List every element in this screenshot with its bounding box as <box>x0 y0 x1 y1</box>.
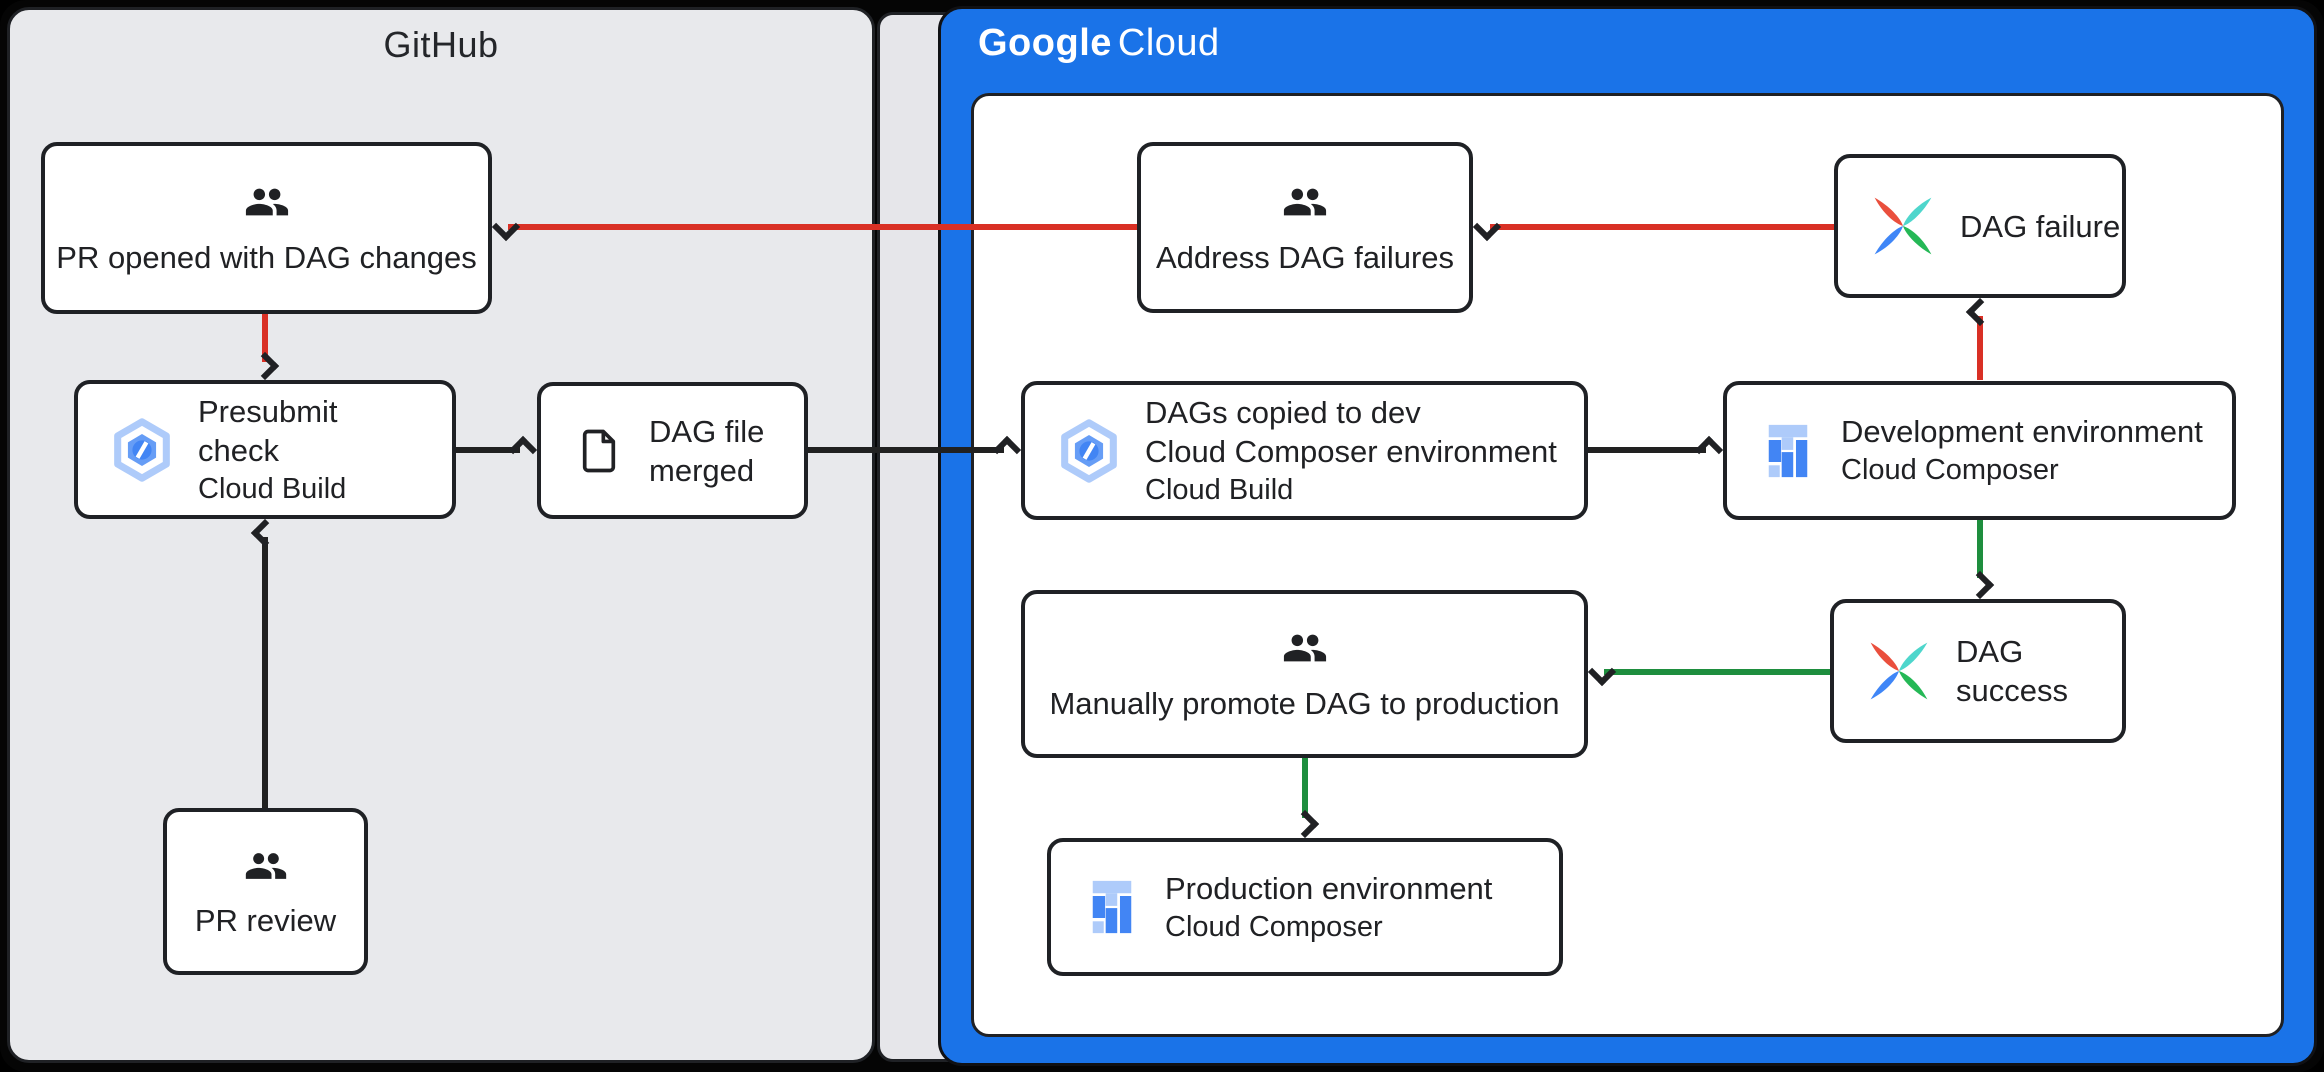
node-sublabel: Cloud Composer <box>1841 454 2059 486</box>
node-label: DAG success <box>1956 634 2068 708</box>
edge-dag-merged-to-dags-copied-line <box>808 447 1004 453</box>
node-sublabel: Cloud Composer <box>1165 910 1383 943</box>
github-panel-title: GitHub <box>383 24 499 65</box>
people-icon <box>239 179 295 225</box>
node-label: DAG failure <box>1960 208 2121 244</box>
node-sublabel: Cloud Build <box>198 472 347 505</box>
cloud-build-icon <box>110 418 174 482</box>
edge-dag-failure-to-address-line <box>1490 224 1834 230</box>
edge-dag-success-to-promote-line <box>1604 669 1830 675</box>
node-label: Development environment <box>1841 414 2203 449</box>
node-label: Presubmit check <box>198 393 338 468</box>
node-pr-opened: PR opened with DAG changes <box>41 142 492 314</box>
node-presubmit-check: Presubmit check Cloud Build <box>74 380 456 519</box>
node-label: DAGs copied to dev Cloud Composer enviro… <box>1145 394 1557 469</box>
edge-dev-env-to-dag-failure-line <box>1977 316 1983 380</box>
cloud-composer-icon <box>1759 418 1817 484</box>
edge-dev-env-to-dag-success-line <box>1977 520 1983 578</box>
node-manually-promote-dag: Manually promote DAG to production <box>1021 590 1588 758</box>
cloud-build-icon <box>1057 419 1121 483</box>
node-dag-file-merged: DAG file merged <box>537 382 808 519</box>
edge-pr-review-to-presubmit-line <box>262 537 268 808</box>
node-label: DAG file merged <box>649 413 765 488</box>
document-icon <box>573 421 625 481</box>
people-icon <box>1277 625 1333 671</box>
edge-presubmit-to-dag-merged-line <box>456 447 520 453</box>
node-label: Address DAG failures <box>1155 239 1455 275</box>
node-label: Manually promote DAG to production <box>1049 686 1560 721</box>
edge-pr-opened-to-presubmit-line <box>262 314 268 362</box>
node-label: PR opened with DAG changes <box>56 240 477 275</box>
edge-promote-to-prod-env-line <box>1302 758 1308 818</box>
node-dag-success: DAG success <box>1830 599 2126 743</box>
node-production-environment: Production environment Cloud Composer <box>1047 838 1563 976</box>
node-development-environment: Development environment Cloud Composer <box>1723 381 2236 520</box>
airflow-icon <box>1870 193 1936 259</box>
people-icon <box>1277 179 1333 225</box>
node-dags-copied-to-dev: DAGs copied to dev Cloud Composer enviro… <box>1021 381 1588 520</box>
node-dag-failure: DAG failure <box>1834 154 2126 298</box>
airflow-icon <box>1866 638 1932 704</box>
node-label: Production environment <box>1165 870 1493 906</box>
cloud-composer-icon <box>1083 874 1141 940</box>
node-address-dag-failures: Address DAG failures <box>1137 142 1473 313</box>
google-logo-text: Google <box>978 22 1112 64</box>
node-sublabel: Cloud Build <box>1145 473 1294 506</box>
people-icon <box>239 844 293 888</box>
edge-address-to-pr-opened-line <box>508 224 1137 230</box>
node-label: PR review <box>194 902 337 938</box>
edge-dags-copied-to-dev-env-line <box>1588 447 1706 453</box>
node-pr-review: PR review <box>163 808 368 975</box>
